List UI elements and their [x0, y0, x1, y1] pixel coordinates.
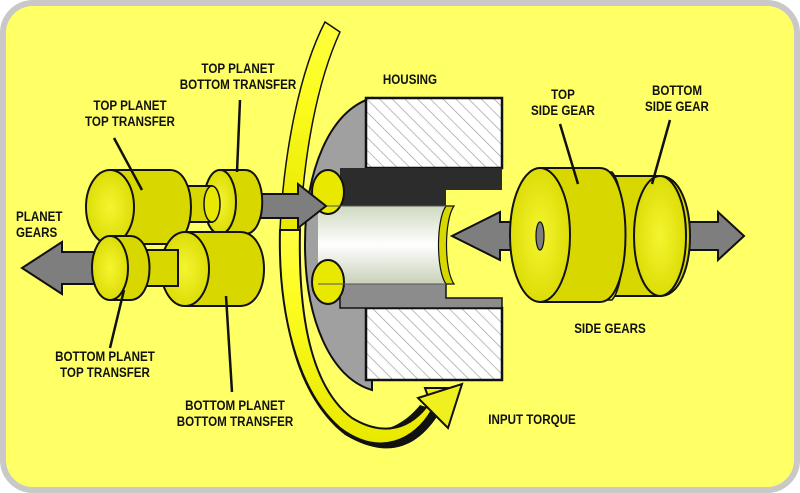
side-gears	[449, 167, 746, 303]
label-housing: HOUSING	[382, 72, 438, 87]
label-top-planet-top-transfer: TOP PLANET TOP TRANSFER	[85, 98, 175, 129]
label-top-planet-bottom-transfer: TOP PLANET BOTTOM TRANSFER	[179, 61, 297, 92]
leader-lines	[108, 99, 672, 393]
label-top-side-gear: TOP SIDE GEAR	[531, 87, 595, 118]
housing	[303, 96, 504, 392]
label-input-torque: INPUT TORQUE	[488, 412, 576, 427]
planet-gears	[20, 169, 328, 307]
input-torque-ring-front	[278, 229, 464, 445]
label-bottom-planet-bottom-transfer: BOTTOM PLANET BOTTOM TRANSFER	[176, 398, 294, 429]
label-planet-gears: PLANET GEARS	[16, 209, 63, 240]
label-side-gears: SIDE GEARS	[574, 321, 646, 336]
label-bottom-planet-top-transfer: BOTTOM PLANET TOP TRANSFER	[55, 349, 155, 380]
label-bottom-side-gear: BOTTOM SIDE GEAR	[645, 83, 709, 114]
